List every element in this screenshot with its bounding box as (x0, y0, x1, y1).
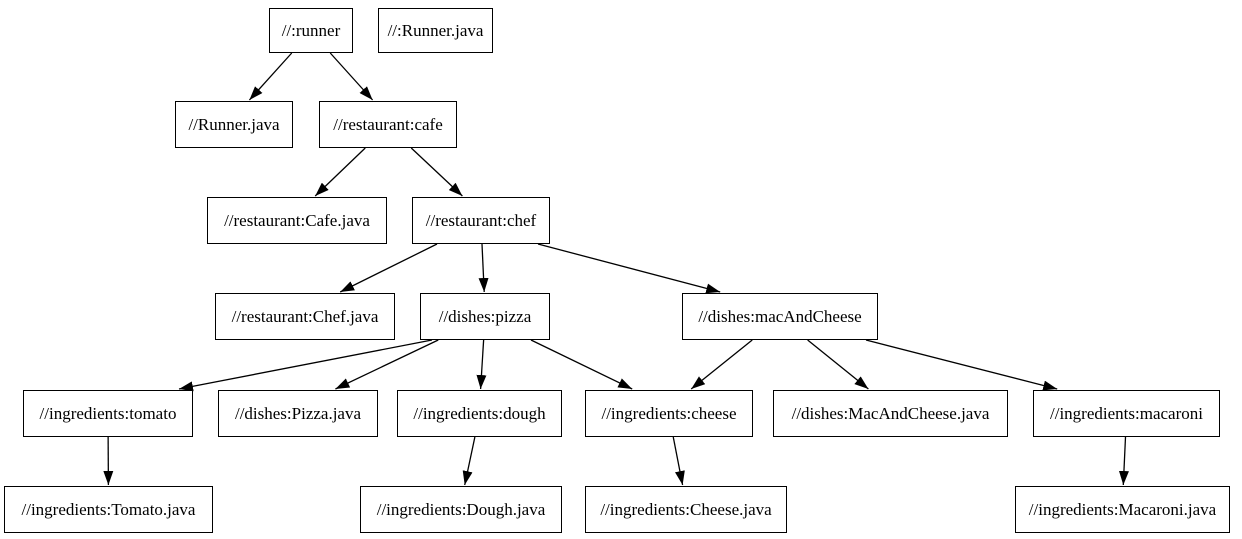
graph-node-dough: //ingredients:dough (397, 390, 562, 437)
graph-node-cafe-java: //restaurant:Cafe.java (207, 197, 387, 244)
graph-node-runner-java: //Runner.java (175, 101, 293, 148)
edge-cheese-to-cheese-java (672, 436, 685, 486)
edge-cafe-to-cafe-java (314, 147, 366, 197)
edge-dough-to-dough-java (462, 436, 476, 486)
graph-node-pizza: //dishes:pizza (420, 293, 550, 340)
graph-node-tomato-java: //ingredients:Tomato.java (4, 486, 213, 533)
graph-node-cheese: //ingredients:cheese (585, 390, 753, 437)
edge-pizza-to-pizza-java (335, 339, 439, 390)
edge-macaroni-to-macaroni-java (1118, 436, 1129, 486)
graph-node-mac-and-cheese: //dishes:macAndCheese (682, 293, 878, 340)
edge-mac-and-cheese-to-mac-and-cheese-java (807, 339, 869, 390)
edge-mac-and-cheese-to-macaroni (865, 339, 1058, 391)
graph-node-macaroni: //ingredients:macaroni (1033, 390, 1220, 437)
edge-chef-to-pizza (478, 243, 489, 293)
graph-node-chef-java: //restaurant:Chef.java (215, 293, 395, 340)
graph-node-runner: //:runner (269, 8, 353, 53)
graph-node-cheese-java: //ingredients:Cheese.java (585, 486, 787, 533)
edge-runner-to-runner-java (248, 52, 293, 101)
graph-node-chef: //restaurant:chef (412, 197, 550, 244)
edge-cafe-to-chef (410, 147, 463, 197)
graph-node-runner-java-root: //:Runner.java (378, 8, 493, 53)
edge-pizza-to-tomato (178, 339, 433, 392)
graph-node-mac-and-cheese-java: //dishes:MacAndCheese.java (773, 390, 1008, 437)
edge-runner-to-cafe (329, 52, 374, 101)
edge-pizza-to-cheese (530, 339, 633, 390)
edge-chef-to-chef-java (339, 243, 438, 293)
graph-node-pizza-java: //dishes:Pizza.java (218, 390, 378, 437)
graph-node-cafe: //restaurant:cafe (319, 101, 457, 148)
graph-node-dough-java: //ingredients:Dough.java (360, 486, 562, 533)
graph-node-tomato: //ingredients:tomato (23, 390, 193, 437)
graph-node-macaroni-java: //ingredients:Macaroni.java (1015, 486, 1230, 533)
edge-pizza-to-dough (476, 339, 487, 390)
edge-mac-and-cheese-to-cheese (690, 339, 753, 390)
edge-chef-to-mac-and-cheese (537, 243, 721, 294)
